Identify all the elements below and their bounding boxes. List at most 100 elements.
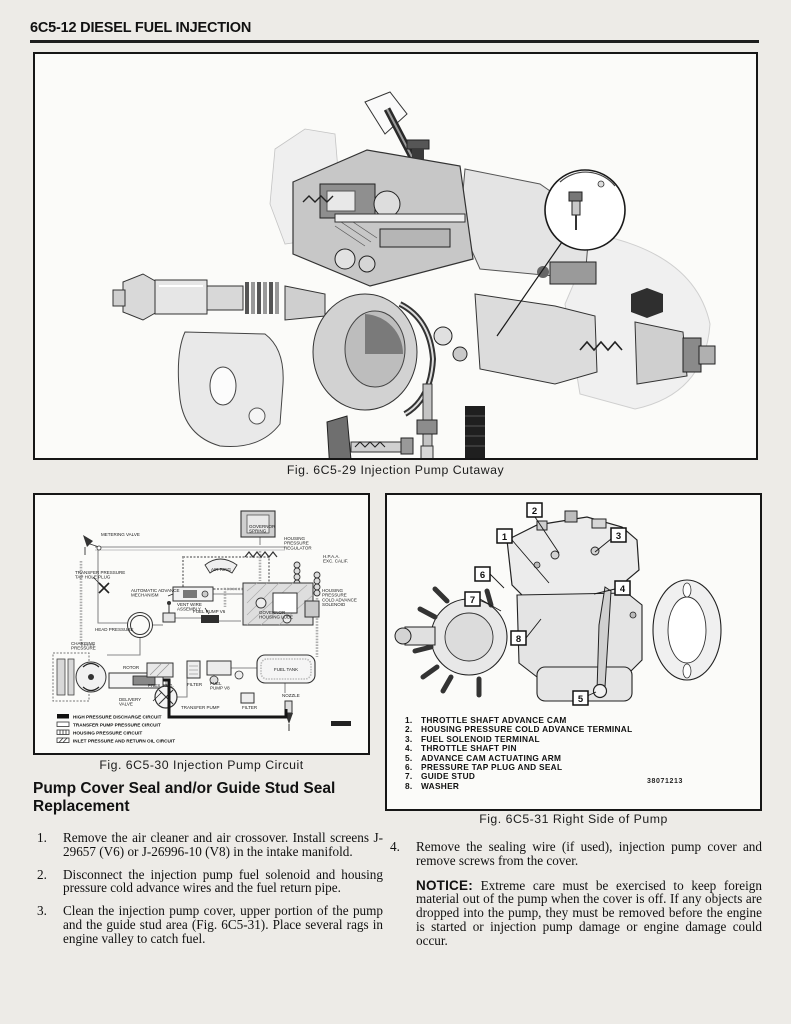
legend-label: INLET PRESSURE AND RETURN OIL CIRCUIT (73, 738, 175, 743)
parts-list: 1. THROTTLE SHAFT ADVANCE CAM 2. HOUSING P… (405, 715, 633, 791)
notice-label: NOTICE: (416, 877, 473, 893)
detail-inset-circle (496, 169, 626, 337)
step-item: 2. Disconnect the injection pump fuel so… (35, 866, 383, 896)
right-text-column: 4. Remove the sealing wire (if used), in… (388, 840, 762, 948)
figure-right-side-box: 1 2 3 4 5 6 7 8 1. THROTTLE SHAFT ADVANCE… (385, 493, 762, 811)
caption-fig-6c5-31: Fig. 6C5-31 Right Side of Pump (479, 812, 668, 826)
callout-5: 5 (578, 694, 584, 705)
legend-label: HOUSING PRESSURE CIRCUIT (73, 730, 142, 735)
part-label: WASHER (421, 780, 460, 791)
step-text: Remove the air cleaner and air crossover… (63, 830, 383, 859)
legend-label: HIGH PRESSURE DISCHARGE CIRCUIT (73, 714, 162, 719)
callouts: 1 2 3 4 5 6 7 8 (464, 502, 631, 706)
part-label: PRESSURE TAP PLUG AND SEAL (421, 762, 563, 773)
page-header-title: 6C5-12 DIESEL FUEL INJECTION (30, 20, 252, 36)
part-label: FUEL SOLENOID TERMINAL (421, 733, 540, 744)
part-row: 3. FUEL SOLENOID TERMINAL (405, 733, 632, 744)
part-number: 8. (405, 780, 413, 791)
label-leaders (92, 576, 210, 702)
part-label: HOUSING PRESSURE COLD ADVANCE TERMINAL (421, 724, 633, 735)
circuit-label: METERING VALVE (101, 532, 140, 537)
notice-paragraph: NOTICE: Extreme care must be exercised t… (388, 877, 762, 948)
callout-4: 4 (620, 584, 626, 595)
callout-7: 7 (470, 595, 475, 606)
step-text: Disconnect the injection pump fuel solen… (63, 866, 383, 896)
circuit-label: NOZZLE (282, 693, 300, 698)
part-row: 6. PRESSURE TAP PLUG AND SEAL (405, 762, 632, 773)
step-number: 2. (37, 866, 47, 882)
legend-label: TRANSFER PUMP PRESSURE CIRCUIT (73, 722, 161, 727)
circuit-label: FUEL TANK (274, 667, 298, 672)
part-row: 2. HOUSING PRESSURE COLD ADVANCE TERMINAL (405, 724, 633, 735)
step-number: 3. (37, 903, 47, 919)
legend-swatch-inlet-return (56, 737, 70, 743)
part-label: GUIDE STUD (421, 771, 476, 782)
circuit-label: FILTER (242, 705, 258, 710)
circuit-label: PRES. REG. (148, 683, 174, 688)
part-number: 5. (405, 752, 413, 763)
step-number: 1. (37, 830, 47, 845)
pump-right-side-illustration: 1 2 3 4 5 6 7 8 (394, 502, 722, 706)
step-item: 4. Remove the sealing wire (if used), in… (388, 840, 762, 868)
step-item: 1. Remove the air cleaner and air crosso… (35, 831, 383, 859)
part-label: THROTTLE SHAFT PIN (421, 743, 517, 754)
callout-1: 1 (502, 532, 508, 543)
part-row: 1. THROTTLE SHAFT ADVANCE CAM (405, 715, 632, 725)
circuit-label: TRANSFER PUMP (181, 705, 220, 710)
part-row: 5. ADVANCE CAM ACTUATING ARM (405, 752, 632, 763)
left-text-column: 1. Remove the air cleaner and air crosso… (35, 831, 383, 955)
step-text: Clean the injection pump cover, upper po… (63, 903, 383, 946)
callout-2: 2 (532, 506, 537, 517)
part-number: 3. (405, 733, 413, 744)
circuit-label: FUEL PUMP V6 (193, 609, 226, 614)
circuit-label: AIR RING (211, 567, 232, 572)
section-heading: Pump Cover Seal and/or Guide Stud Seal R… (33, 780, 336, 815)
circuit-illustration: HIGH PRESSURE DISCHARGE CIRCUIT TRANSFER… (52, 510, 357, 743)
part-number: 4. (405, 743, 413, 754)
figure-cutaway-box (33, 52, 758, 460)
figure-circuit-box: HIGH PRESSURE DISCHARGE CIRCUIT TRANSFER… (33, 493, 370, 755)
circuit-label: H.P.A.A.EXC. CALIF. (323, 554, 348, 564)
caption-fig-6c5-30: Fig. 6C5-30 Injection Pump Circuit (99, 758, 304, 772)
circuit-legend: HIGH PRESSURE DISCHARGE CIRCUIT TRANSFER… (56, 714, 175, 743)
step-text: Remove the sealing wire (if used), injec… (416, 839, 762, 868)
legend-swatch-high-pressure (57, 714, 69, 719)
step-number: 4. (390, 839, 400, 854)
callout-6: 6 (480, 570, 485, 581)
notice-text: Extreme care must be exercised to keep f… (416, 877, 762, 948)
caption-fig-6c5-29: Fig. 6C5-29 Injection Pump Cutaway (286, 463, 505, 477)
cutaway-illustration (112, 91, 716, 458)
callout-3: 3 (616, 531, 621, 542)
circuit-label: HEAD PRESSURE (95, 627, 134, 632)
part-row: 7. GUIDE STUD (405, 771, 632, 782)
step-item: 3. Clean the injection pump cover, upper… (35, 904, 383, 945)
callout-8: 8 (516, 634, 521, 645)
legend-swatch-transfer-pump (56, 721, 70, 727)
part-label: ADVANCE CAM ACTUATING ARM (421, 752, 562, 763)
circuit-label: ROTOR (123, 665, 140, 670)
figure-part-code: 38071213 (647, 778, 683, 785)
legend-swatch-housing-pressure (56, 729, 70, 735)
part-number: 7. (405, 771, 413, 782)
part-row: 4. THROTTLE SHAFT PIN (405, 743, 632, 754)
circuit-label: FILTER (187, 682, 203, 687)
illegible-part-code (331, 721, 351, 726)
part-number: 6. (405, 762, 413, 773)
part-number: 2. (405, 724, 413, 735)
injector-fittings (412, 586, 494, 698)
part-label: THROTTLE SHAFT ADVANCE CAM (421, 715, 567, 725)
part-row: 8. WASHER (405, 780, 632, 791)
part-number: 1. (405, 715, 413, 725)
